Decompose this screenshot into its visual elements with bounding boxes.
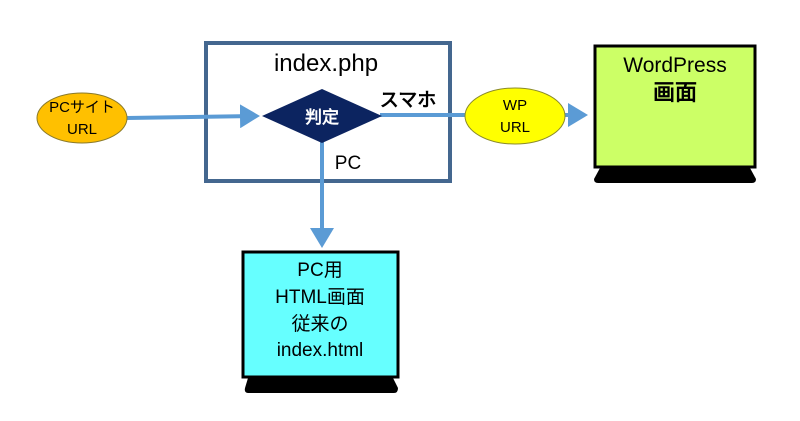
pc-screen-line1: PC用 (297, 260, 342, 281)
decision-label: 判定 (305, 107, 339, 127)
index-php-title: index.php (274, 50, 378, 77)
pc-screen-line3: 従来の (291, 313, 348, 335)
pc-screen-line4: index.html (277, 340, 364, 361)
wp-url-line2: URL (500, 119, 530, 136)
pc-site-url-line1: PCサイト (49, 99, 115, 116)
arrow-url-to-decision (126, 104, 260, 129)
wp-url-node (464, 87, 566, 145)
index-php-box (204, 41, 452, 183)
branch-pc-label: PC (335, 153, 361, 174)
pc-screen-line2: HTML画面 (275, 287, 365, 308)
decision-diamond (262, 89, 382, 143)
wordpress-screen-line1: WordPress (623, 54, 726, 77)
pc-site-url-line2: URL (67, 121, 97, 138)
pc-site-url-node (36, 92, 128, 144)
wordpress-screen-monitor: WordPress 画面 (593, 44, 757, 183)
monitor-stand (594, 168, 756, 183)
pc-screen-monitor: PC用 HTML画面 従来の index.html (241, 250, 400, 393)
wp-url-line1: WP (503, 97, 527, 114)
branch-smartphone-label: スマホ (380, 90, 436, 111)
wordpress-screen-line2: 画面 (653, 80, 697, 105)
monitor-stand (244, 378, 398, 393)
